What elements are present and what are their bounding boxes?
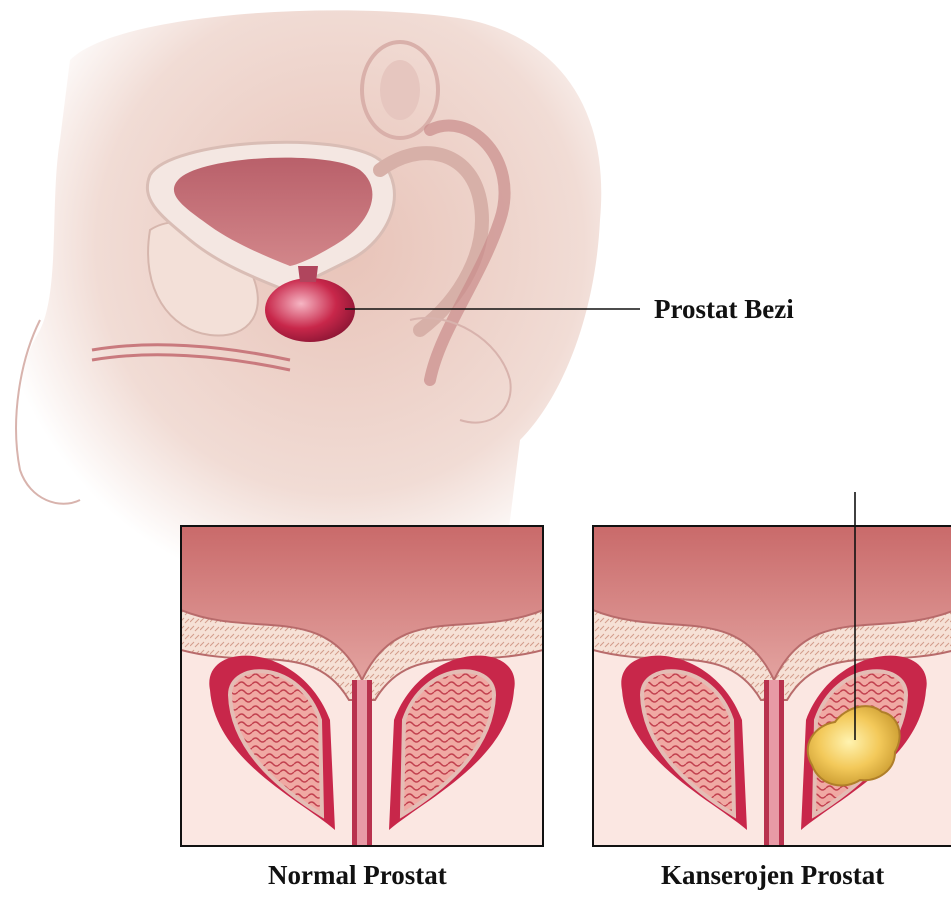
- gland-neck: [298, 266, 318, 282]
- cancerous-prostate-caption: Kanserojen Prostat: [661, 862, 884, 889]
- prostate-gland-label: Prostat Bezi: [654, 296, 794, 323]
- normal-prostate-panel: [181, 526, 543, 846]
- cancer-prostate-panel: [593, 526, 951, 846]
- prostate-gland: [265, 278, 355, 342]
- rectum-inner: [380, 60, 420, 120]
- normal-prostate-caption: Normal Prostat: [268, 862, 447, 889]
- pelvis-cross-section: [16, 10, 601, 600]
